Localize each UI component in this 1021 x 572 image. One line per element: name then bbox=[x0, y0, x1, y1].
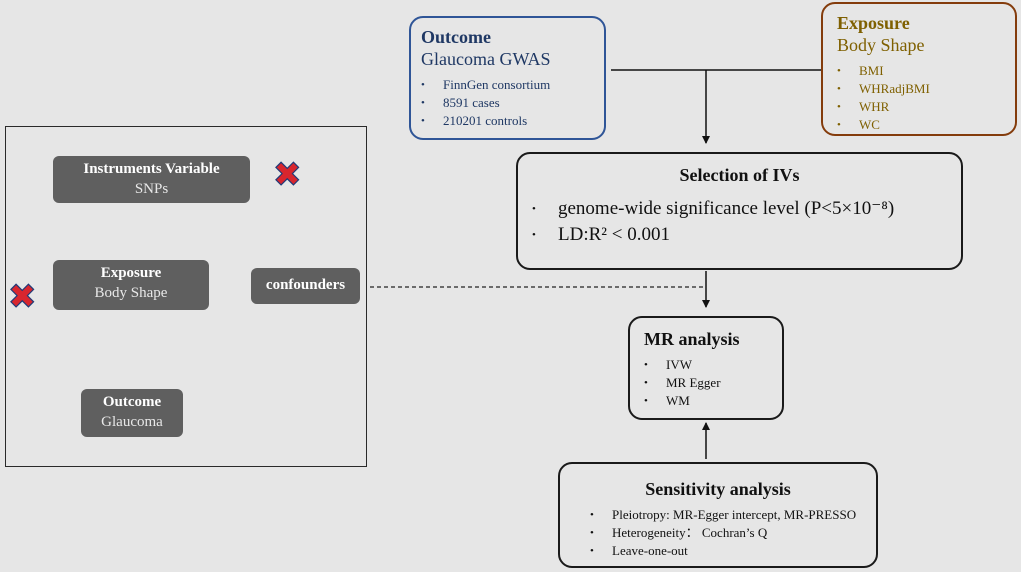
sensitivity-list: Pleiotropy: MR-Egger intercept, MR-PRESS… bbox=[590, 506, 876, 560]
list-item: WHR bbox=[837, 98, 1015, 116]
list-item: IVW bbox=[644, 356, 782, 374]
list-item: LD:R² < 0.001 bbox=[532, 222, 961, 248]
exposure-data-box: Exposure Body Shape BMI WHRadjBMI WHR WC bbox=[821, 2, 1017, 136]
instruments-variable-title: Instruments Variable bbox=[83, 161, 220, 177]
outcome-node-title: Outcome bbox=[102, 394, 162, 410]
sensitivity-analysis-box: Sensitivity analysis Pleiotropy: MR-Egge… bbox=[558, 462, 878, 568]
list-item: Heterogeneity： Cochran’s Q bbox=[590, 524, 876, 542]
exposure-node: Exposure Body Shape bbox=[53, 260, 209, 310]
outcome-data-box: Outcome Glaucoma GWAS FinnGen consortium… bbox=[409, 16, 606, 140]
list-item: 210201 controls bbox=[421, 112, 604, 130]
exposure-node-subtitle: Body Shape bbox=[94, 284, 168, 301]
confounders-node: confounders bbox=[251, 268, 360, 304]
list-item: 8591 cases bbox=[421, 94, 604, 112]
list-item: Leave-one-out bbox=[590, 542, 876, 560]
selection-of-ivs-box: Selection of IVs genome-wide significanc… bbox=[516, 152, 963, 270]
outcome-node: Outcome Glaucoma bbox=[81, 389, 183, 437]
cross-icon-confounders: ✖ bbox=[272, 155, 302, 195]
exposure-box-title: Exposure bbox=[837, 13, 910, 33]
mr-analysis-list: IVW MR Egger WM bbox=[644, 356, 782, 410]
list-item: WC bbox=[837, 116, 1015, 134]
selection-title: Selection of IVs bbox=[679, 165, 800, 185]
list-item: MR Egger bbox=[644, 374, 782, 392]
selection-list: genome-wide significance level (P<5×10⁻⁸… bbox=[532, 196, 961, 248]
exposure-box-list: BMI WHRadjBMI WHR WC bbox=[837, 62, 1015, 134]
instruments-variable-subtitle: SNPs bbox=[134, 180, 169, 197]
exposure-box-subtitle: Body Shape bbox=[837, 35, 925, 55]
outcome-box-list: FinnGen consortium 8591 cases 210201 con… bbox=[421, 76, 604, 130]
list-item: FinnGen consortium bbox=[421, 76, 604, 94]
mr-analysis-box: MR analysis IVW MR Egger WM bbox=[628, 316, 784, 420]
outcome-box-subtitle: Glaucoma GWAS bbox=[421, 49, 551, 69]
list-item: WHRadjBMI bbox=[837, 80, 1015, 98]
list-item: Pleiotropy: MR-Egger intercept, MR-PRESS… bbox=[590, 506, 876, 524]
outcome-box-title: Outcome bbox=[421, 27, 491, 47]
sensitivity-title: Sensitivity analysis bbox=[645, 479, 791, 499]
outcome-node-subtitle: Glaucoma bbox=[101, 413, 163, 430]
mr-analysis-title: MR analysis bbox=[644, 329, 740, 349]
confounders-node-title: confounders bbox=[265, 277, 346, 293]
exposure-node-title: Exposure bbox=[100, 265, 162, 281]
instruments-variable-box: Instruments Variable SNPs bbox=[53, 156, 250, 203]
list-item: WM bbox=[644, 392, 782, 410]
cross-icon-direct-path: ✖ bbox=[7, 277, 37, 317]
list-item: genome-wide significance level (P<5×10⁻⁸… bbox=[532, 196, 961, 222]
list-item: BMI bbox=[837, 62, 1015, 80]
